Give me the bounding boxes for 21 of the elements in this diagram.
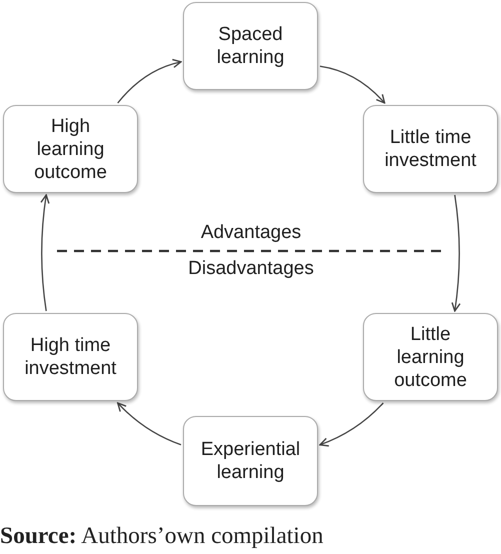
box-text: Spaced learning [216, 23, 286, 69]
arrow [319, 402, 384, 446]
process-box [3, 313, 138, 401]
box-text: High time investment [24, 334, 118, 380]
process-box [3, 105, 138, 193]
box-text: High learning outcome [33, 114, 108, 184]
section-label: Disadvantages [188, 257, 314, 280]
process-box [183, 2, 318, 90]
arrow [117, 59, 182, 104]
arrow [451, 194, 461, 312]
arrow [40, 194, 50, 312]
process-box [363, 105, 498, 193]
process-box [183, 416, 318, 506]
section-label: Advantages [200, 221, 302, 244]
source-caption: Source: Authors’own compilation [0, 523, 324, 550]
arrow [117, 402, 182, 446]
box-text: Little learning outcome [393, 322, 468, 392]
arrow [320, 66, 386, 104]
box-text: Little time investment [384, 126, 478, 172]
box-text: Experiential learning [200, 438, 302, 484]
process-box [363, 313, 498, 401]
